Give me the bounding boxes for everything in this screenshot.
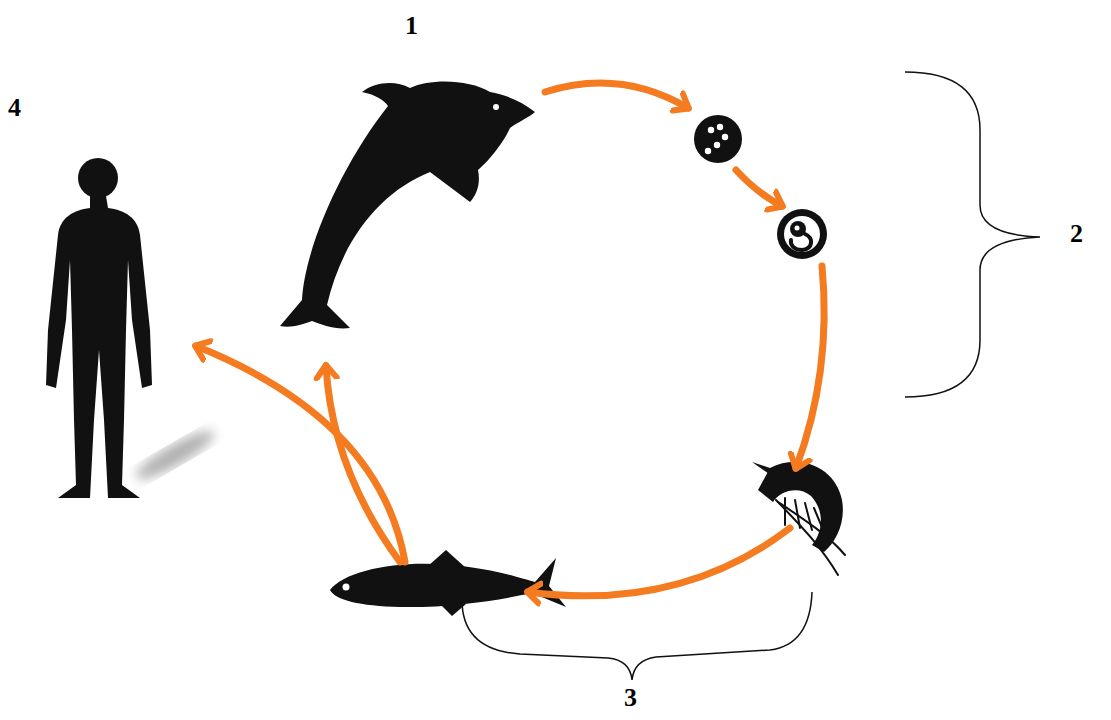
cycle-arrow	[796, 266, 824, 468]
bracket	[462, 592, 812, 680]
cycle-arrow	[528, 528, 790, 596]
bracket	[905, 72, 1040, 397]
cycle-arrow	[736, 170, 782, 206]
human-silhouette	[46, 158, 152, 498]
cycle-arrow	[326, 366, 400, 562]
fish-silhouette	[330, 550, 566, 616]
cycle-arrow	[545, 83, 688, 108]
callout-number: 4	[8, 94, 21, 123]
dolphin-silhouette	[280, 82, 535, 329]
human-shadow	[131, 424, 219, 486]
callout-number: 3	[624, 684, 637, 713]
larva-egg-icon	[777, 209, 827, 259]
shrimp-silhouette	[752, 462, 845, 575]
cycle-arrows	[196, 83, 824, 596]
cycle-arrow	[196, 346, 405, 562]
egg-icon	[694, 115, 742, 163]
callout-number: 1	[405, 12, 418, 41]
callout-number: 2	[1070, 220, 1083, 249]
